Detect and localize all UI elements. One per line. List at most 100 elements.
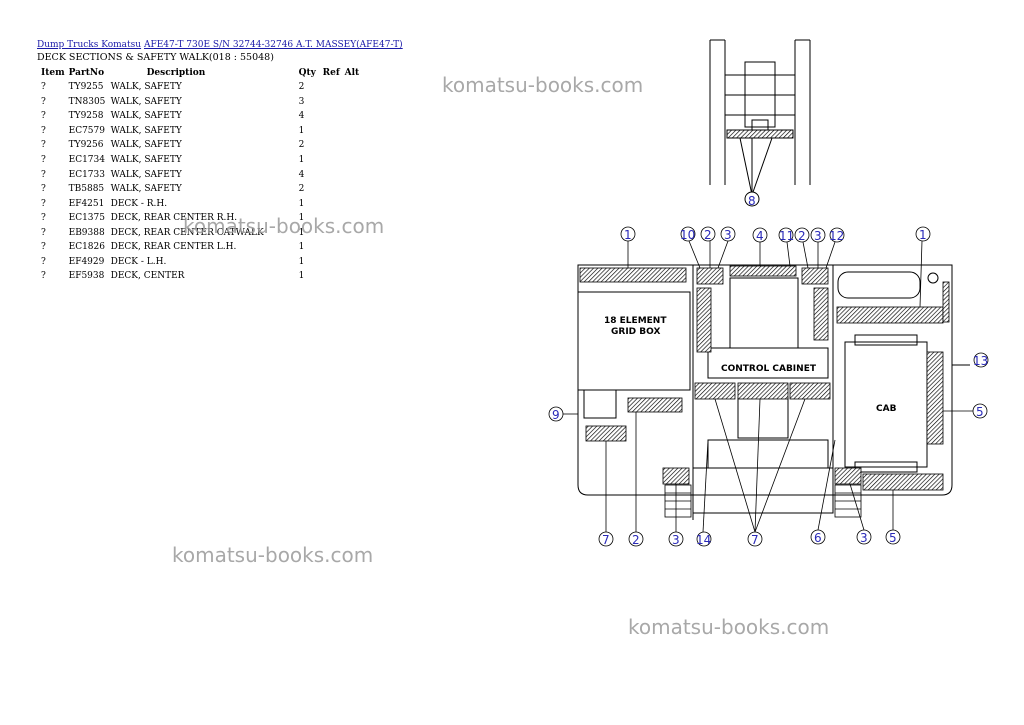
svg-text:GRID BOX: GRID BOX (611, 327, 660, 337)
cell-qty: 2 (298, 184, 305, 195)
svg-text:14: 14 (696, 533, 711, 547)
cell-item: ? (41, 198, 46, 209)
cell-description: WALK, SAFETY (110, 155, 182, 165)
cell-qty: 1 (298, 242, 305, 253)
svg-text:7: 7 (602, 533, 610, 547)
steps (664, 484, 862, 518)
cell-qty: 1 (298, 271, 305, 282)
breadcrumb-link-category[interactable]: Dump Trucks Komatsu (37, 40, 142, 50)
svg-text:2: 2 (632, 533, 640, 547)
cell-qty: 1 (298, 213, 305, 224)
cell-description: WALK, SAFETY (110, 184, 182, 195)
cell-description: DECK, REAR CENTER L.H. (110, 242, 237, 253)
svg-text:9: 9 (552, 408, 560, 422)
svg-text:3: 3 (724, 228, 732, 242)
callout-numbers: 1 10 2 3 4 11 2 3 12 1 13 5 9 7 2 3 14 7… (552, 228, 988, 547)
table-row: ? EC1375 DECK, REAR CENTER R.H. 1 (37, 211, 361, 226)
cell-item: ? (41, 140, 46, 151)
cell-qty: 2 (298, 140, 305, 151)
parts-table: Item PartNo Description Qty Ref Alt ? TY9… (37, 66, 361, 284)
cell-qty: 4 (298, 169, 305, 180)
cell-partno: TN8305 (68, 96, 106, 107)
cell-description: WALK, SAFETY (110, 140, 182, 151)
table-row: ? EB9388 DECK, REAR CENTER CATWALK 1 (37, 225, 361, 240)
leader-lines (563, 240, 973, 533)
cell-item: ? (41, 213, 46, 224)
cell-description: WALK, SAFETY (110, 125, 182, 136)
cell-description: WALK, SAFETY (110, 169, 182, 180)
cell-partno: TY9255 (68, 82, 104, 93)
svg-text:7: 7 (751, 533, 759, 547)
col-partno: PartNo (68, 68, 105, 78)
cell-qty: 2 (298, 82, 305, 93)
cell-partno: EF4251 (68, 198, 105, 209)
top-detail-view (709, 39, 811, 196)
cell-partno: EC1826 (68, 242, 105, 253)
cell-item: ? (41, 155, 46, 165)
table-row: ? EF5938 DECK, CENTER 1 (37, 269, 361, 284)
cell-description: DECK, REAR CENTER CATWALK (110, 227, 264, 238)
cell-partno: TY9256 (68, 140, 104, 151)
cell-partno: EF5938 (68, 271, 105, 282)
table-row: ? EC7579 WALK, SAFETY 1 (37, 124, 361, 139)
cell-description: DECK, CENTER (110, 271, 185, 282)
col-item: Item (41, 68, 65, 78)
svg-text:10: 10 (680, 228, 695, 242)
svg-text:CONTROL CABINET: CONTROL CABINET (721, 364, 817, 374)
cell-description: WALK, SAFETY (110, 82, 182, 93)
breadcrumb: Dump Trucks Komatsu AFE47-T 730E S/N 327… (37, 40, 403, 50)
cell-partno: EF4929 (68, 256, 105, 267)
watermark: komatsu-books.com (442, 73, 644, 97)
cell-item: ? (41, 96, 46, 107)
table-row: ? TY9256 WALK, SAFETY 2 (37, 138, 361, 153)
svg-text:3: 3 (814, 229, 822, 243)
cell-item: ? (41, 227, 46, 238)
cell-item: ? (41, 271, 46, 282)
svg-text:12: 12 (829, 229, 844, 243)
cell-description: DECK, REAR CENTER R.H. (110, 213, 238, 224)
col-description: Description (146, 68, 206, 78)
cell-qty: 1 (298, 227, 305, 238)
cell-partno: EC1733 (68, 169, 105, 180)
svg-text:3: 3 (860, 531, 868, 545)
cell-partno: EB9388 (68, 227, 105, 238)
svg-text:8: 8 (748, 194, 756, 208)
cell-partno: TY9258 (68, 111, 104, 122)
diagram-labels: 18 ELEMENT GRID BOX CONTROL CABINET CAB (604, 316, 897, 414)
table-row: ? EC1826 DECK, REAR CENTER L.H. 1 (37, 240, 361, 255)
cell-description: DECK - L.H. (110, 256, 167, 267)
svg-text:CAB: CAB (876, 404, 897, 414)
cell-item: ? (41, 256, 46, 267)
breadcrumb-link-model[interactable]: AFE47-T 730E S/N 32744-32746 A.T. MASSEY… (143, 40, 403, 50)
cell-qty: 1 (298, 125, 305, 136)
svg-text:6: 6 (814, 531, 822, 545)
cell-partno: EC7579 (68, 125, 105, 136)
cell-item: ? (41, 125, 46, 136)
callouts (548, 226, 989, 547)
cell-qty: 4 (298, 111, 305, 122)
col-qty: Qty (298, 68, 316, 78)
cell-item: ? (41, 184, 46, 195)
cell-description: WALK, SAFETY (110, 111, 182, 122)
callout-8: 8 (744, 191, 760, 208)
section-title: DECK SECTIONS & SAFETY WALK(018 : 55048) (37, 52, 274, 63)
cell-qty: 3 (298, 96, 305, 107)
col-ref: Ref (322, 68, 340, 78)
table-header-row: Item PartNo Description Qty Ref Alt (37, 66, 361, 80)
table-row: ? TN8305 WALK, SAFETY 3 (37, 95, 361, 110)
cell-item: ? (41, 242, 46, 253)
table-row: ? EC1733 WALK, SAFETY 4 (37, 167, 361, 182)
svg-text:3: 3 (672, 533, 680, 547)
svg-text:18 ELEMENT: 18 ELEMENT (604, 316, 667, 326)
svg-text:2: 2 (798, 229, 806, 243)
cell-item: ? (41, 169, 46, 180)
cell-description: WALK, SAFETY (110, 96, 182, 107)
cell-partno: EC1375 (68, 213, 105, 224)
